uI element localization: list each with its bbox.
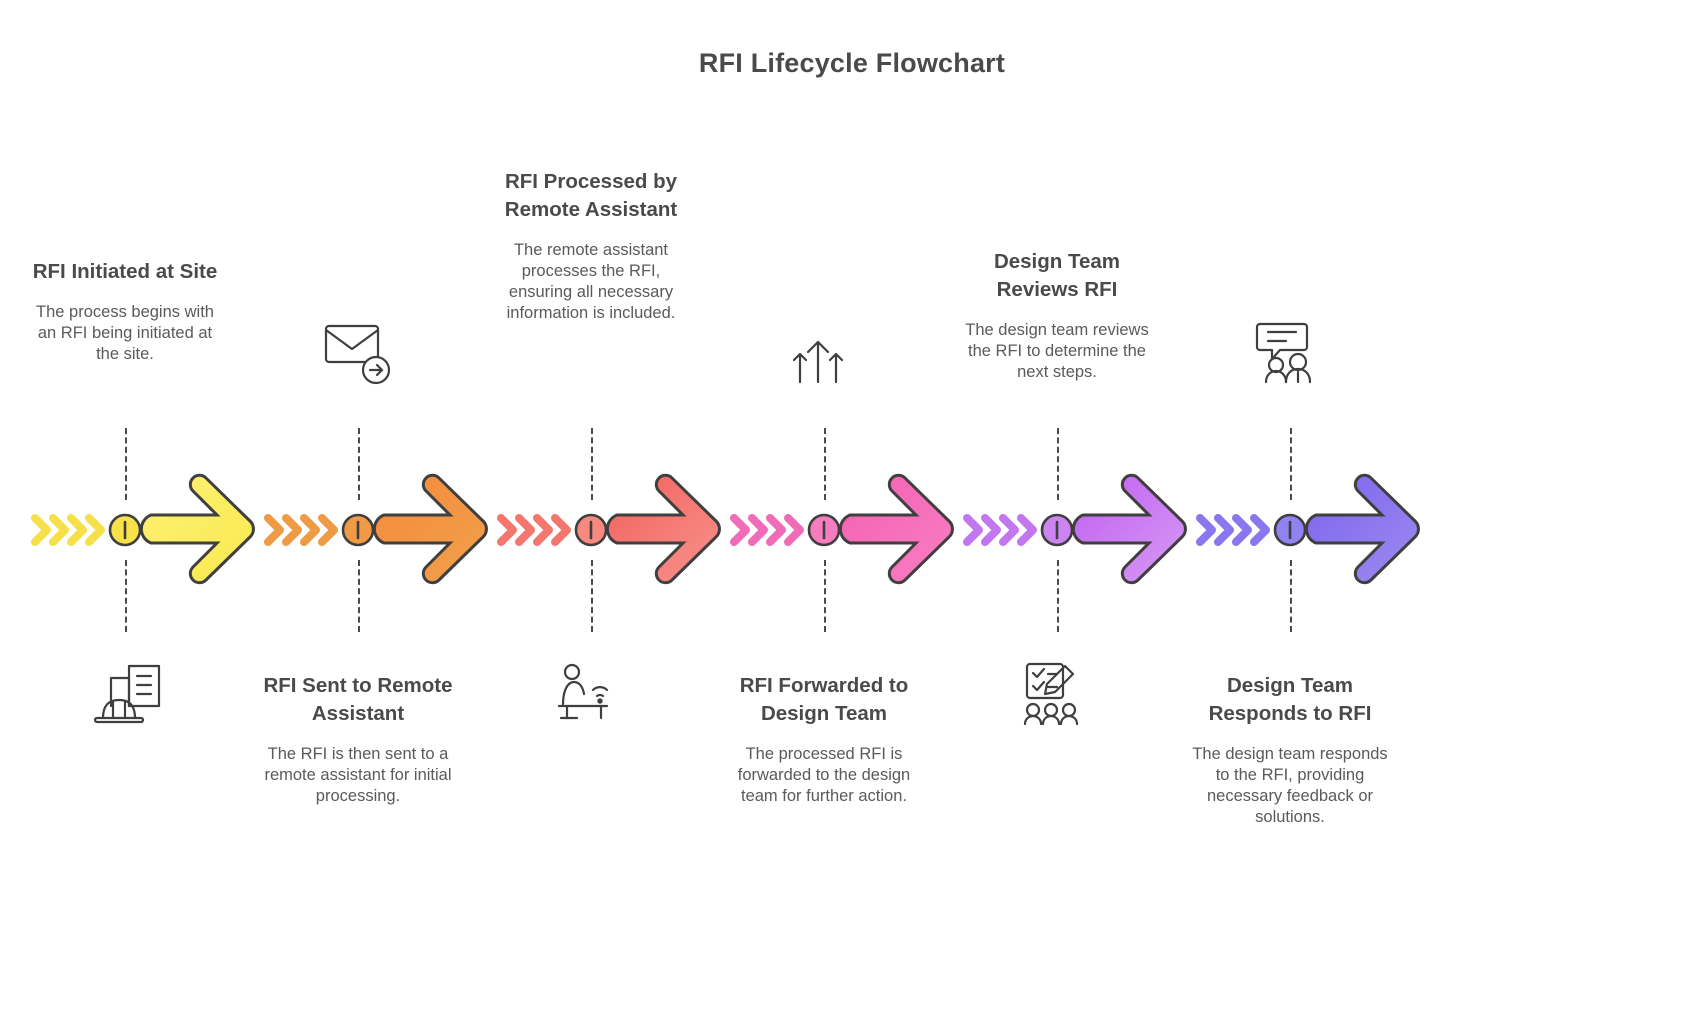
step-axis-line-lower-6 bbox=[1290, 560, 1292, 632]
step-heading-3: RFI Processed by Remote Assistant bbox=[504, 170, 678, 221]
step-axis-line-lower-4 bbox=[824, 560, 826, 632]
step-description-1: The process begins with an RFI being ini… bbox=[36, 302, 214, 364]
step-description-6: The design team responds to the RFI, pro… bbox=[1192, 744, 1388, 827]
step-description-2: The RFI is then sent to a remote assista… bbox=[264, 744, 452, 805]
step-axis-line-2 bbox=[358, 428, 360, 500]
step-axis-line-1 bbox=[125, 428, 127, 500]
step-description-5: The design team reviews the RFI to deter… bbox=[965, 320, 1149, 381]
step-description-3: The remote assistant processes the RFI, … bbox=[506, 240, 676, 323]
construction-site-icon bbox=[89, 660, 163, 726]
step-text-block-6: Design Team Responds to RFI The design te… bbox=[1192, 672, 1388, 828]
page-title: RFI Lifecycle Flowchart bbox=[698, 48, 1006, 78]
step-heading-2: RFI Sent to Remote Assistant bbox=[263, 674, 453, 725]
step-axis-line-5 bbox=[1057, 428, 1059, 500]
flow-arrow-2 bbox=[262, 470, 490, 590]
upward-arrows-icon bbox=[788, 320, 850, 388]
chat-team-response-icon bbox=[1254, 320, 1316, 388]
step-axis-line-6 bbox=[1290, 428, 1292, 500]
step-axis-line-3 bbox=[591, 428, 593, 500]
envelope-send-icon bbox=[322, 320, 394, 386]
step-axis-line-lower-5 bbox=[1057, 560, 1059, 632]
flow-arrow-3 bbox=[495, 470, 723, 590]
step-text-block-5: Design Team Reviews RFI The design team r… bbox=[959, 248, 1155, 383]
step-heading-6: Design Team Responds to RFI bbox=[1208, 674, 1372, 725]
flow-arrow-4 bbox=[728, 470, 956, 590]
step-heading-4: RFI Forwarded to Design Team bbox=[739, 674, 909, 725]
checklist-edit-icon bbox=[1021, 660, 1085, 728]
step-axis-line-lower-2 bbox=[358, 560, 360, 632]
step-heading-5: Design Team Reviews RFI bbox=[993, 250, 1121, 301]
step-axis-line-lower-1 bbox=[125, 560, 127, 632]
step-description-4: The processed RFI is forwarded to the de… bbox=[737, 744, 911, 805]
flow-arrow-1 bbox=[29, 470, 257, 590]
flow-arrow-5 bbox=[961, 470, 1189, 590]
step-axis-line-lower-3 bbox=[591, 560, 593, 632]
step-heading-1: RFI Initiated at Site bbox=[32, 260, 218, 283]
step-axis-line-4 bbox=[824, 428, 826, 500]
remote-worker-wifi-icon bbox=[555, 660, 625, 726]
flow-arrow-6 bbox=[1194, 470, 1422, 590]
